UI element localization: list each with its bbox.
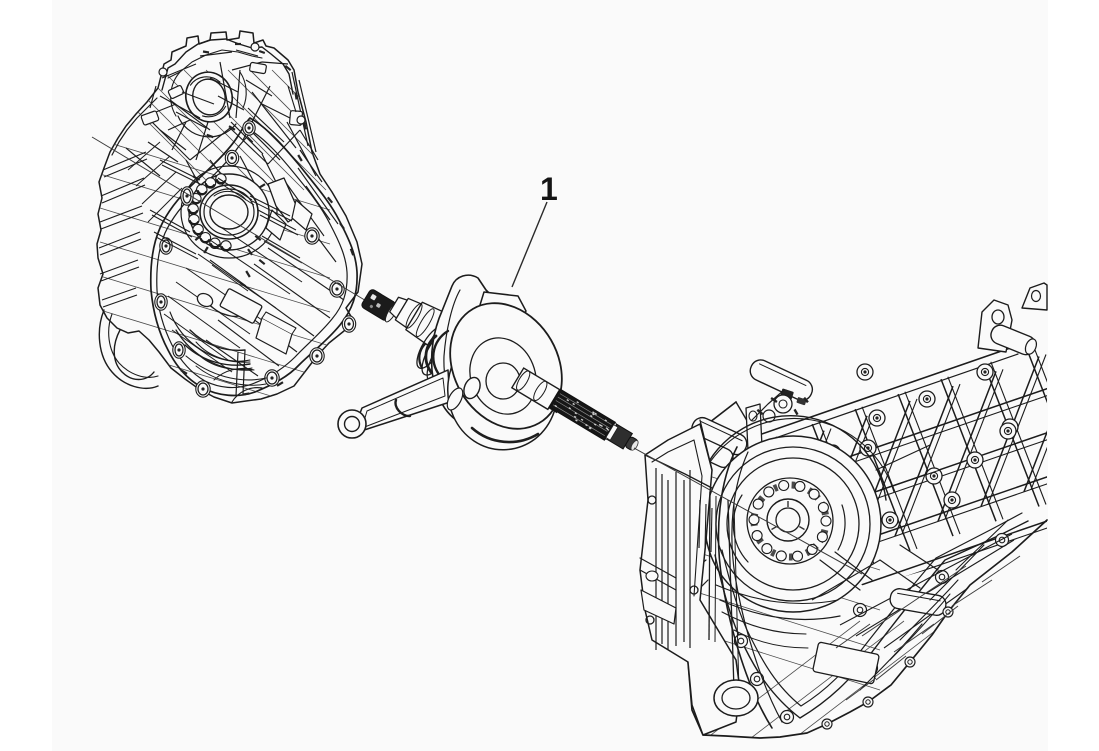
svg-text:1: 1 [540, 171, 558, 207]
